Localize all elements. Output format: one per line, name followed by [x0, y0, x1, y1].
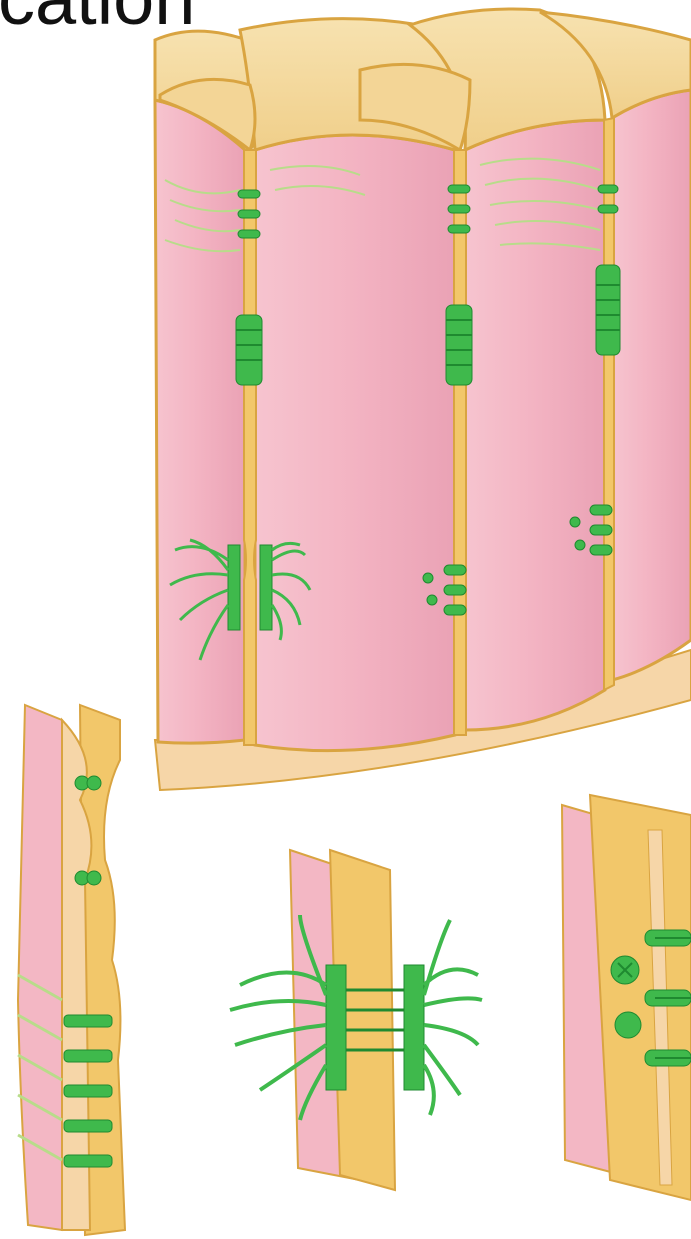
- cell-body-2: [255, 135, 455, 751]
- cell-body-4: [612, 90, 691, 680]
- tight-junction-detail: [18, 705, 125, 1235]
- cell-body-1: [155, 100, 245, 743]
- desmosome-detail: [230, 850, 482, 1190]
- cell-body-3: [465, 120, 605, 730]
- tj-membrane-left: [18, 705, 62, 1230]
- gap-junction-detail: [562, 795, 691, 1200]
- epithelium-block: [155, 9, 691, 790]
